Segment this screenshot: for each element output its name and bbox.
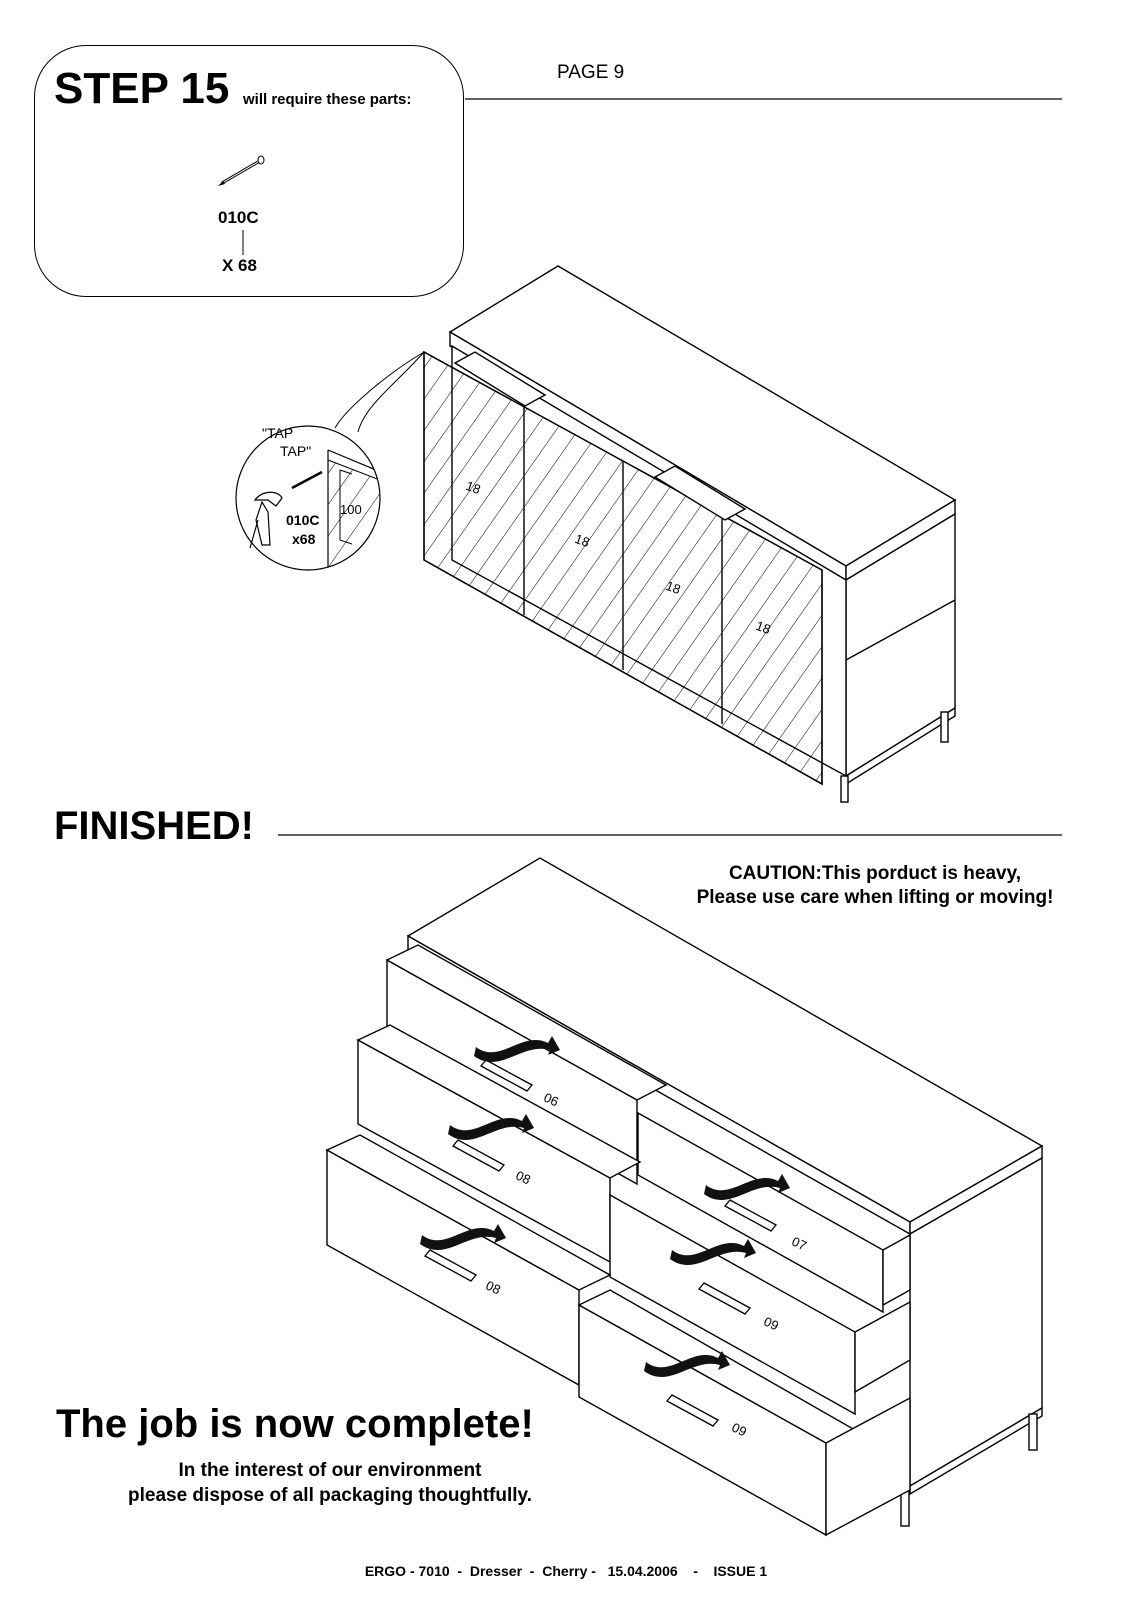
step-subtitle: will require these parts: [243,91,412,108]
complete-heading: The job is now complete! [56,1402,534,1446]
pull-arrows [420,1036,790,1377]
tap-label-2: TAP" [280,443,312,459]
callout-part-code: 010C [286,512,320,528]
env-line-2: please dispose of all packaging thoughtf… [128,1485,532,1506]
hammer-icon [249,491,283,549]
env-line-1: In the interest of our environment [178,1460,482,1481]
callout-circle [235,351,425,571]
parts-box [34,45,464,297]
cabinet-drawing [423,265,957,803]
callout-part-qty: x68 [292,531,316,547]
caution-line-2: Please use care when lifting or moving! [696,887,1054,908]
page-number: PAGE 9 [557,62,625,83]
part-code: 010C [218,208,259,227]
drawer-handles [423,1059,778,1427]
dresser-drawing [325,857,1044,1537]
nail-icon [218,155,265,186]
callout-nail [291,470,323,490]
dimension-label: 100 [340,502,362,517]
environment-note: In the interest of our environment pleas… [80,1458,580,1508]
finished-heading: FINISHED! [54,804,254,848]
step-title: STEP 15 [54,64,230,113]
footer-info: ERGO - 7010 - Dresser - Cherry - 15.04.2… [364,1563,768,1579]
part-quantity: X 68 [222,256,257,275]
caution-note: CAUTION:This porduct is heavy, Please us… [660,862,1090,910]
caution-line-1: CAUTION:This porduct is heavy, [728,863,1022,884]
tap-label-1: "TAP [262,425,294,441]
